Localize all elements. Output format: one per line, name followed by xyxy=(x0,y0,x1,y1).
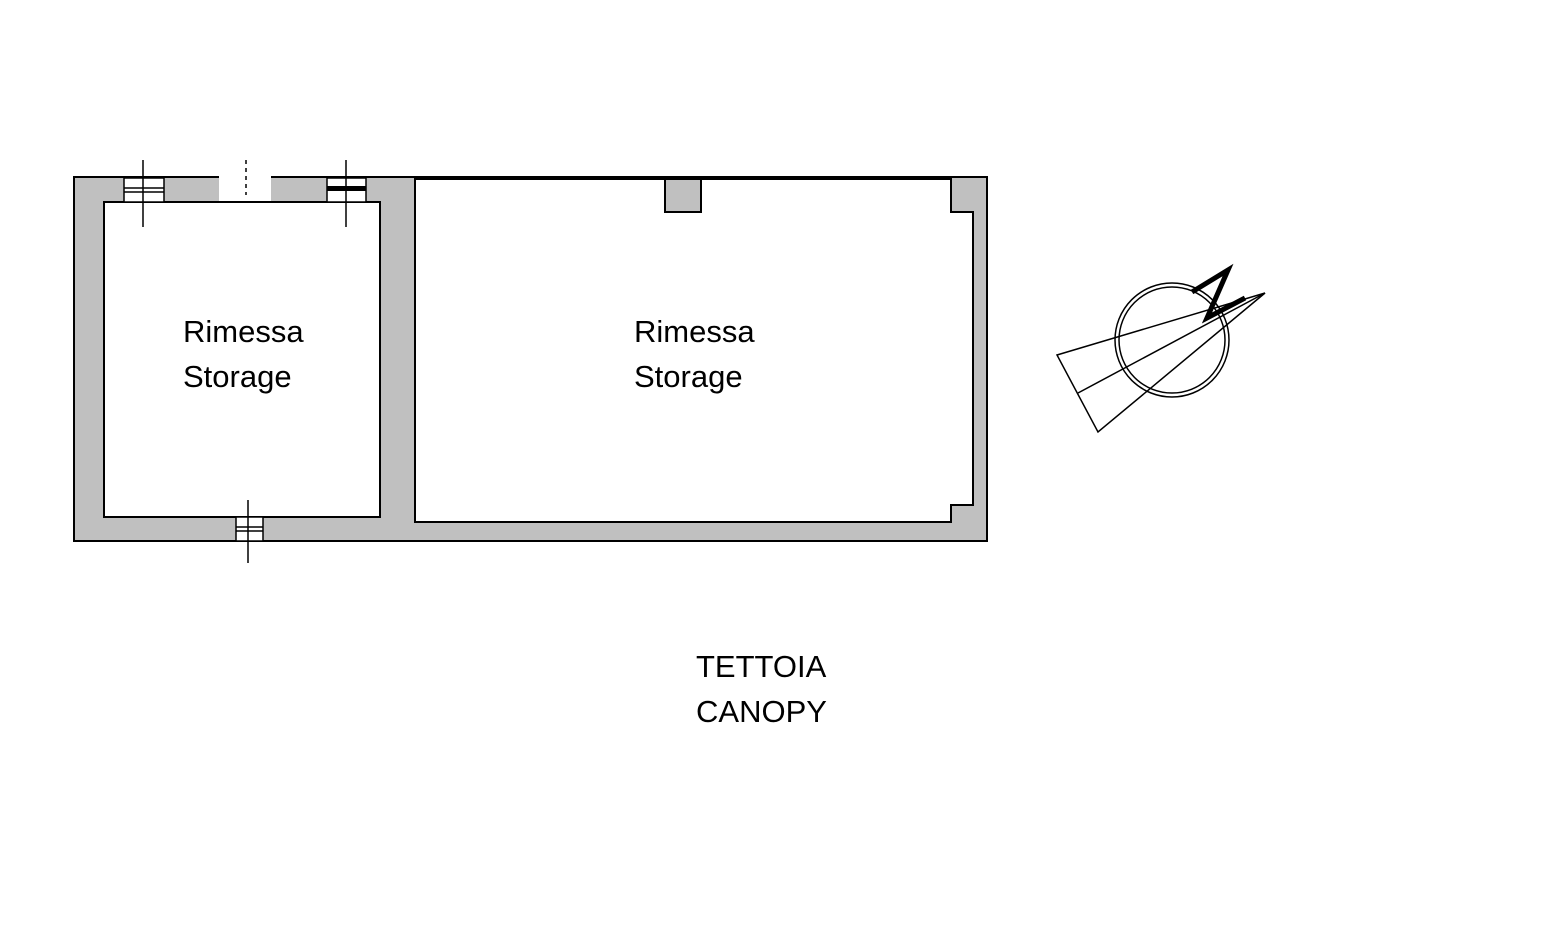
walls xyxy=(73,176,988,542)
door-opening xyxy=(219,160,271,201)
canopy-label: TETTOIA CANOPY xyxy=(696,644,827,734)
room-name-it: Rimessa xyxy=(183,314,304,349)
window-bottom xyxy=(235,500,264,563)
room-name-en: Storage xyxy=(634,359,743,394)
room-name-it: Rimessa xyxy=(634,314,755,349)
room-interior-right xyxy=(414,178,974,523)
room-name-en: Storage xyxy=(183,359,292,394)
north-arrow-icon xyxy=(1055,263,1266,434)
room-interior-left xyxy=(103,201,381,518)
window-top-right xyxy=(326,160,367,227)
room-label-left: Rimessa Storage xyxy=(183,309,304,399)
window-top-left xyxy=(123,160,165,227)
canopy-name-it: TETTOIA xyxy=(696,649,827,684)
canopy-name-en: CANOPY xyxy=(696,694,827,729)
room-label-right: Rimessa Storage xyxy=(634,309,755,399)
pillar xyxy=(664,178,702,213)
